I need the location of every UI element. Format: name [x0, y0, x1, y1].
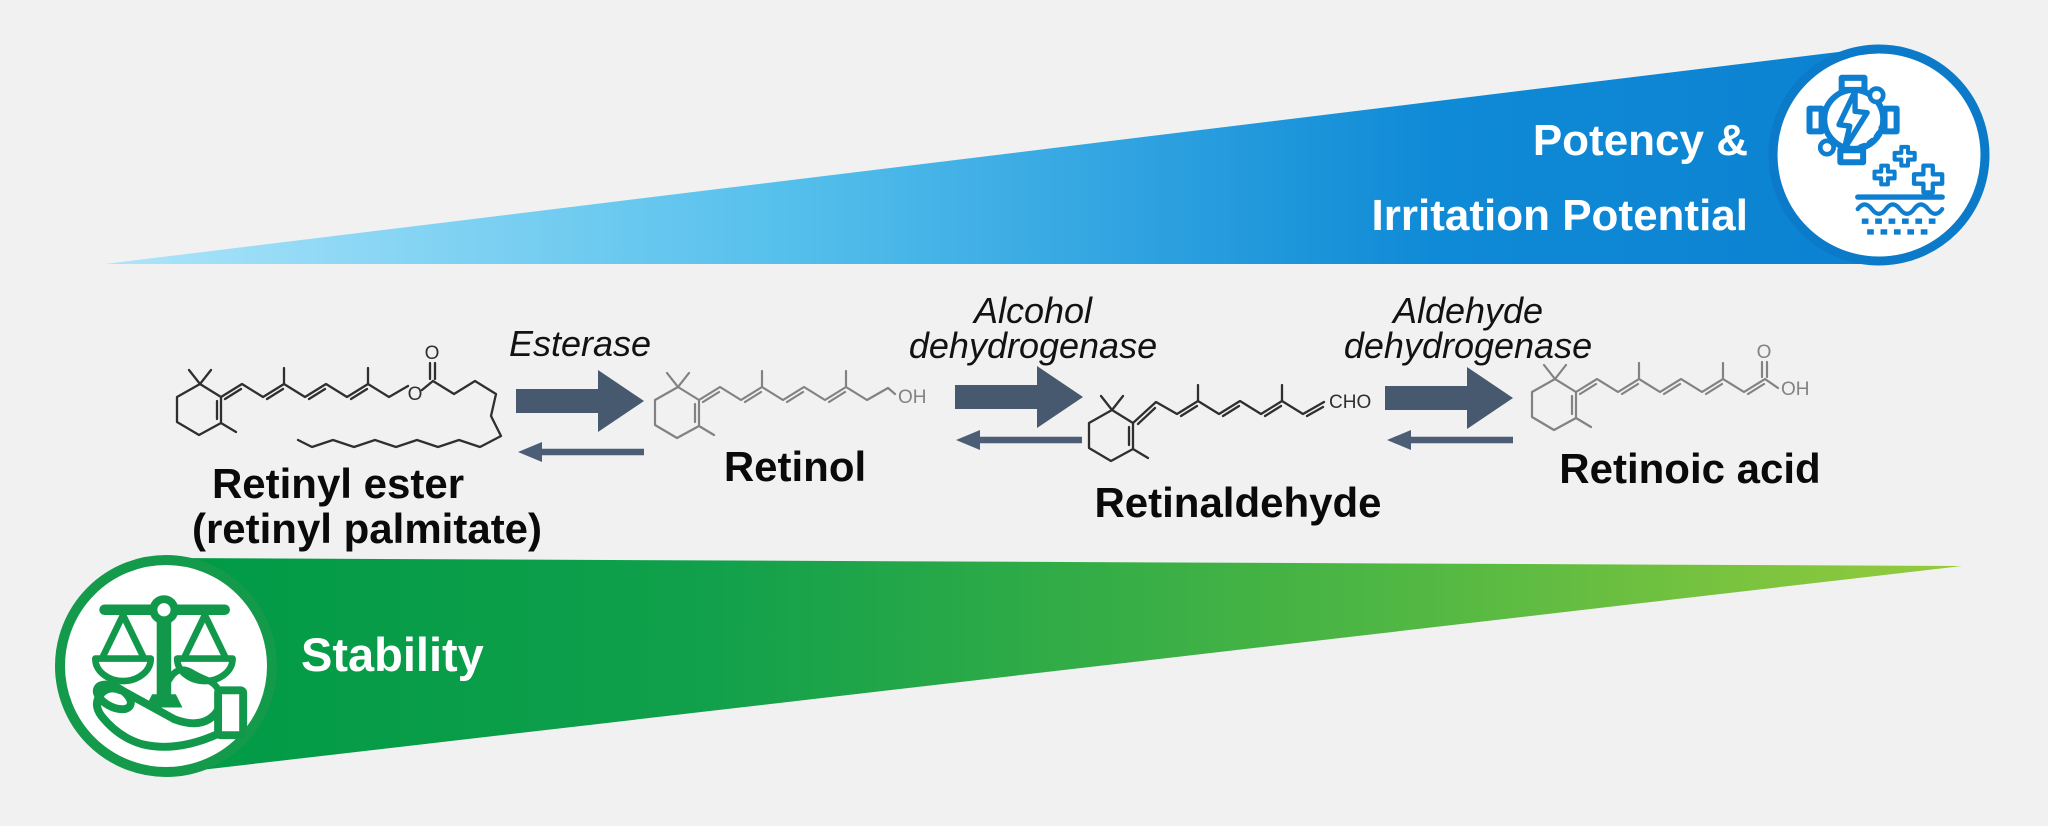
compound-label-retinyl-ester: Retinyl ester	[211, 460, 465, 507]
atom-label: OH	[1781, 379, 1810, 400]
potency-wedge	[105, 47, 1879, 264]
energy-skin-icon	[1806, 74, 1945, 235]
enzyme-aldehyde-dehydrogenase: Aldehyde dehydrogenase	[1315, 290, 1621, 366]
skin-wave-icon	[1855, 202, 1945, 216]
balance-hand-icon	[92, 595, 248, 751]
compound-label-retinoic-acid: Retinoic acid	[1559, 445, 1821, 492]
potency-label: Potency & Irritation Potential	[1372, 103, 1748, 253]
plus-icon	[1911, 163, 1945, 195]
potency-label-line2: Irritation Potential	[1371, 191, 1748, 240]
compound-label-retinaldehyde: Retinaldehyde	[1094, 479, 1382, 526]
compound-sublabel-retinyl-palmitate: (retinyl palmitate)	[191, 505, 543, 552]
reverse-arrow-2	[956, 430, 1082, 450]
enzyme-adh-line2: dehydrogenase	[908, 325, 1158, 366]
compound-label-retinol: Retinol	[723, 443, 867, 490]
forward-arrow-2	[955, 366, 1083, 428]
retinoic-acid-structure: O OH	[1530, 342, 1810, 432]
forward-arrow-1	[516, 370, 644, 432]
atom-label: O	[1757, 342, 1772, 363]
atom-label: O	[425, 343, 440, 364]
enzyme-esterase-text: Esterase	[508, 323, 652, 364]
enzyme-aldh-line2: dehydrogenase	[1343, 325, 1593, 366]
plus-icon	[1872, 163, 1897, 187]
potency-icon-circle	[1768, 44, 1990, 266]
stability-wedge	[166, 558, 1962, 774]
enzyme-alcohol-dehydrogenase: Alcohol dehydrogenase	[880, 290, 1186, 366]
scale-pan-left	[92, 655, 155, 685]
retinaldehyde-structure: CHO	[1087, 383, 1371, 463]
retinyl-ester-structure: O O	[175, 343, 503, 449]
atom-label: CHO	[1329, 392, 1371, 413]
forward-arrow-3	[1385, 367, 1513, 429]
plus-icon	[1892, 144, 1917, 168]
retinol-structure: OH	[653, 369, 927, 440]
stability-label: Stability	[301, 628, 484, 681]
enzyme-esterase: Esterase	[460, 323, 700, 364]
reverse-arrow-3	[1387, 430, 1513, 450]
atom-label: OH	[898, 387, 927, 408]
enzyme-adh-line1: Alcohol	[973, 290, 1093, 331]
atom-label: O	[408, 384, 423, 405]
potency-label-line1: Potency &	[1532, 116, 1748, 165]
lightning-bolt-icon	[1836, 88, 1870, 152]
reverse-arrow-1	[518, 442, 644, 462]
enzyme-aldh-line1: Aldehyde	[1392, 290, 1544, 331]
